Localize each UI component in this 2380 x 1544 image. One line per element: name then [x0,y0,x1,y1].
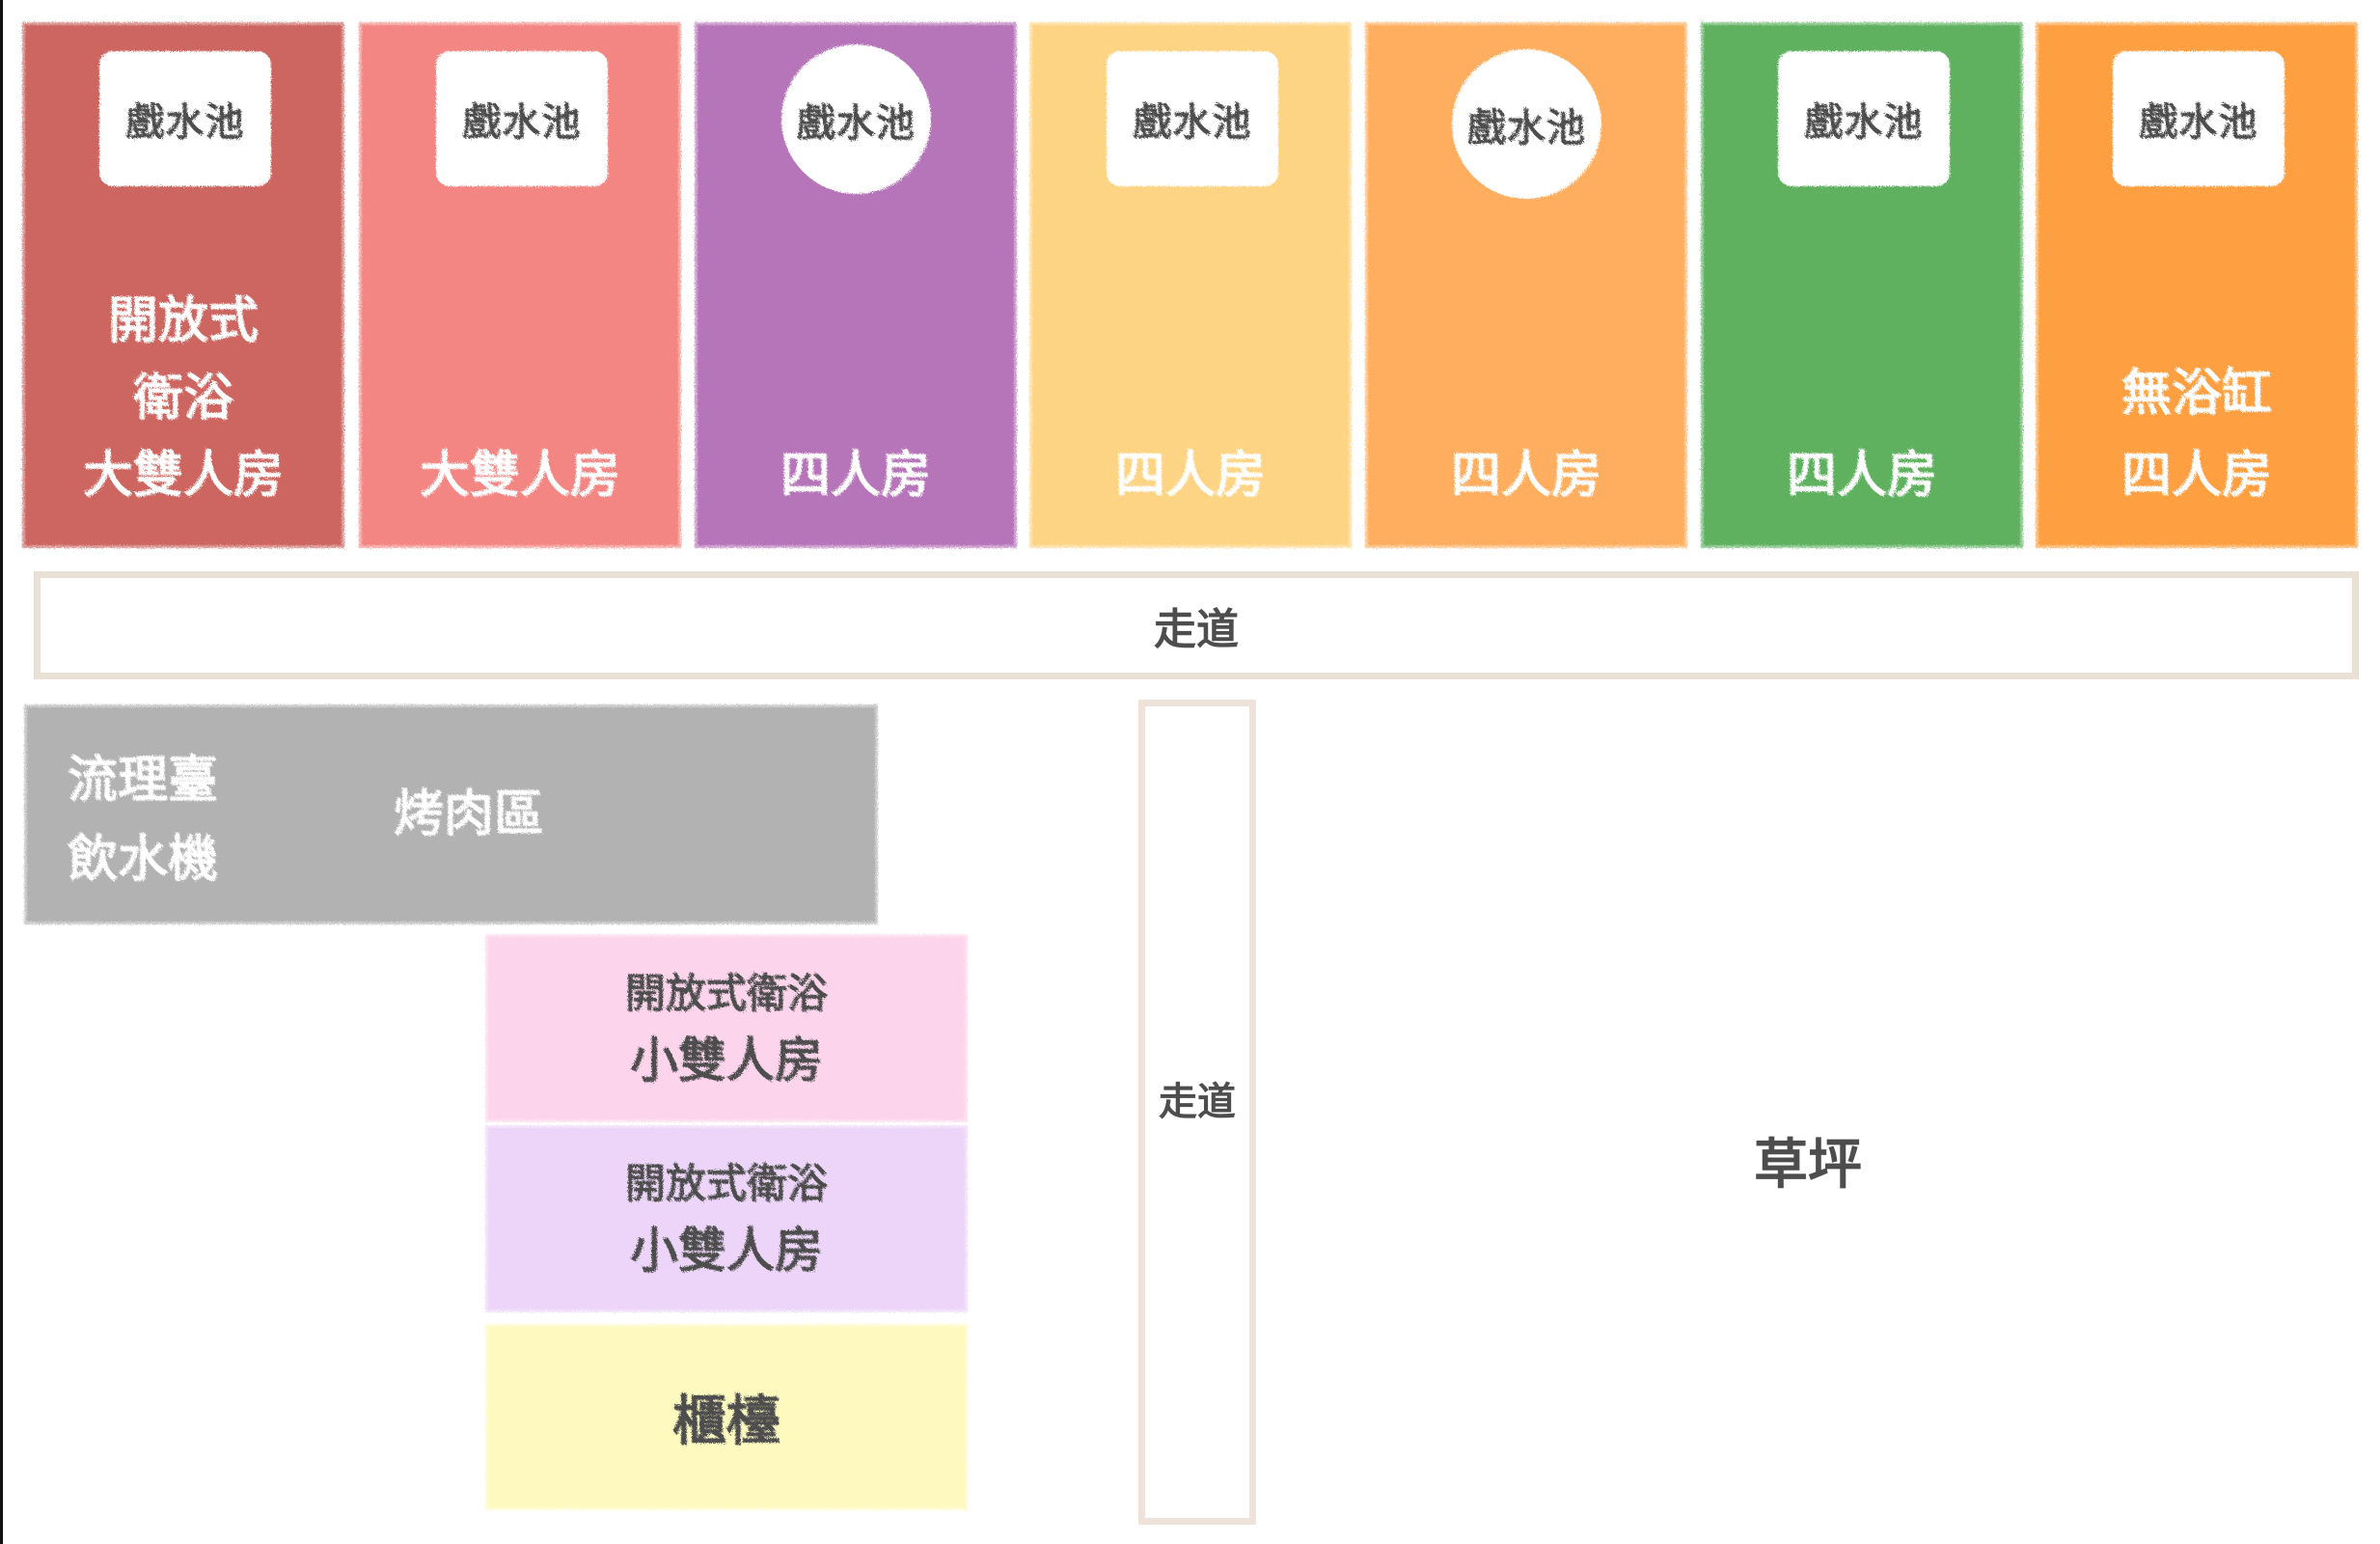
room-5[interactable]: 戲水池 四人房 [1365,22,1687,548]
pool-label: 戲水池 [462,100,582,145]
pool-1: 戲水池 [99,51,271,186]
kitchen-bbq-area[interactable]: 流理臺 飲水機 烤肉區 [24,704,878,924]
room-6-label: 四人房 [1786,447,1937,505]
small-room-1[interactable]: 開放式衛浴 小雙人房 [485,934,968,1122]
small-room-1-main-label: 小雙人房 [630,1032,823,1089]
left-edge-border [0,0,3,1544]
corridor-vertical[interactable]: 走道 [1138,700,1256,1525]
room-3-label: 四人房 [780,447,931,505]
bbq-label: 烤肉區 [394,786,545,843]
small-room-2-sub-label: 開放式衛浴 [624,1160,828,1207]
small-room-1-sub-label: 開放式衛浴 [624,969,828,1017]
room-1-label-line-1: 開放式 [107,292,259,350]
pool-label: 戲水池 [1467,105,1586,151]
pool-3: 戲水池 [781,44,931,194]
sink-label: 流理臺 [68,752,219,810]
pool-5: 戲水池 [1452,49,1601,199]
pool-6: 戲水池 [1778,51,1950,186]
room-2[interactable]: 戲水池 大雙人房 [359,22,681,548]
small-room-2[interactable]: 開放式衛浴 小雙人房 [485,1125,968,1312]
room-4[interactable]: 戲水池 四人房 [1029,22,1352,548]
room-4-label: 四人房 [1114,447,1266,505]
room-5-label: 四人房 [1450,447,1601,505]
room-1[interactable]: 戲水池 開放式 衛浴 大雙人房 [22,22,344,548]
room-1-label-line-2: 衛浴 [132,370,233,427]
counter-label: 櫃檯 [672,1391,780,1453]
room-2-label: 大雙人房 [419,447,620,505]
room-7-label-line-1: 無浴缸 [2120,365,2272,423]
room-3[interactable]: 戲水池 四人房 [695,22,1017,548]
pool-label: 戲水池 [2139,100,2258,145]
water-dispenser-label: 飲水機 [68,831,219,889]
room-1-label-line-3: 大雙人房 [82,447,284,505]
kitchen-labels: 流理臺 飲水機 [68,741,218,899]
corridor-horizontal-label: 走道 [1154,605,1239,654]
room-7[interactable]: 戲水池 無浴缸 四人房 [2036,22,2358,548]
pool-2: 戲水池 [436,51,608,186]
room-7-label-line-2: 四人房 [2120,447,2272,505]
pool-label: 戲水池 [125,100,245,145]
room-6[interactable]: 戲水池 四人房 [1701,22,2023,548]
pool-label: 戲水池 [1804,100,1924,145]
pool-4: 戲水池 [1107,51,1278,186]
lawn-label: 草坪 [1754,1134,1862,1197]
corridor-horizontal[interactable]: 走道 [34,571,2359,679]
pool-label: 戲水池 [797,100,916,146]
pool-7: 戲水池 [2113,51,2284,186]
reception-counter[interactable]: 櫃檯 [485,1324,968,1510]
small-room-2-main-label: 小雙人房 [630,1223,823,1279]
pool-label: 戲水池 [1133,100,1252,145]
corridor-vertical-label: 走道 [1159,1079,1236,1124]
